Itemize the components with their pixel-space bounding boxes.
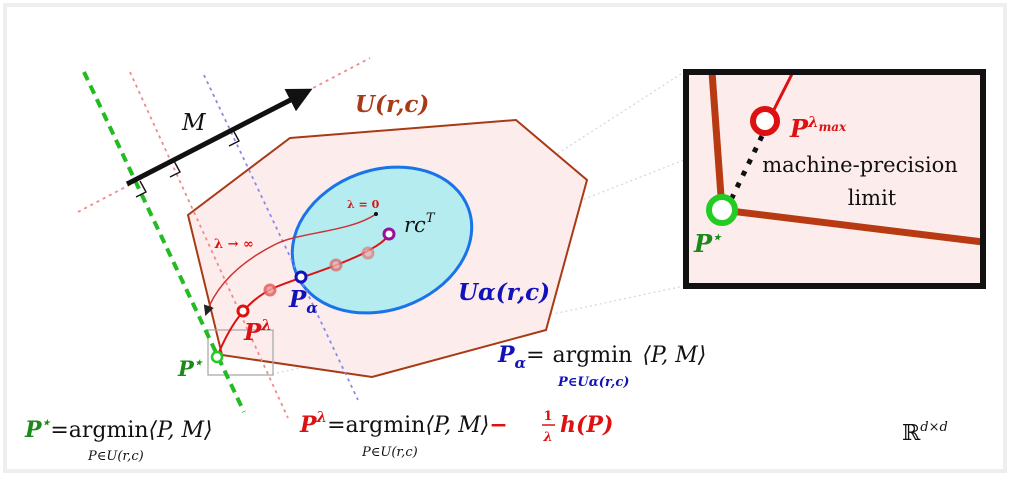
rct-point bbox=[382, 227, 396, 241]
level-line-red bbox=[129, 71, 289, 419]
zoom-box bbox=[207, 329, 274, 376]
inset-p-star-point bbox=[706, 194, 738, 226]
direction-line bbox=[77, 57, 371, 213]
formula-p-lambda-sub: P∈U(r,c) bbox=[361, 445, 418, 460]
inset-polytope-edge-left bbox=[708, 71, 726, 211]
formula-p-alpha: Pα=argmin⟨P, M⟩ P∈Uα(r,c) bbox=[497, 342, 706, 390]
inset-zoom-panel: Pλmax machine-precision limit P⋆ bbox=[683, 69, 986, 289]
inset-p-lambda-max-point bbox=[750, 106, 780, 136]
inset-polytope-edge-bottom bbox=[721, 206, 984, 246]
label-rct: rcT bbox=[404, 211, 436, 237]
formula-regularizer: h(P) bbox=[560, 412, 613, 438]
label-m: M bbox=[181, 110, 207, 136]
level-line-green bbox=[82, 71, 246, 413]
ellipse-u-alpha bbox=[290, 165, 474, 315]
label-lambda-infinity: λ → ∞ bbox=[214, 237, 254, 252]
inset-frame bbox=[683, 69, 986, 289]
formula-p-alpha-line: Pα=argmin⟨P, M⟩ bbox=[497, 342, 706, 372]
p-lambda-point bbox=[236, 304, 250, 318]
formula-p-star: P⋆=argmin⟨P, M⟩ P∈U(r,c) bbox=[24, 415, 213, 464]
label-space: ℝd×d bbox=[902, 420, 948, 446]
inset-label-p-lambda-max: Pλmax bbox=[789, 113, 847, 143]
lambda-zero-dot bbox=[374, 212, 378, 216]
formula-p-lambda-line: Pλ=argmin⟨P, M⟩− bbox=[299, 408, 508, 438]
label-ellipse: Uα(r,c) bbox=[458, 279, 550, 306]
lambda-arrow-path bbox=[203, 213, 377, 316]
p-alpha-point bbox=[294, 270, 308, 284]
label-p-lambda: Pλ bbox=[243, 316, 272, 346]
formula-p-star-sub: P∈U(r,c) bbox=[87, 449, 144, 464]
right-angle-marks bbox=[135, 129, 240, 198]
label-lambda-zero: λ = 0 bbox=[347, 198, 380, 211]
formula-frac-denominator: λ bbox=[542, 430, 552, 445]
inset-label-limit-line2: limit bbox=[848, 186, 897, 210]
label-polytope: U(r,c) bbox=[355, 91, 429, 118]
intermediate-points bbox=[263, 246, 375, 297]
label-p-alpha: Pα bbox=[288, 286, 318, 317]
inset-label-limit-line1: machine-precision bbox=[762, 153, 958, 177]
label-p-star: P⋆ bbox=[177, 355, 204, 381]
inset-label-p-star: P⋆ bbox=[693, 228, 723, 258]
formula-frac-numerator: 1 bbox=[543, 409, 552, 424]
formula-p-alpha-sub: P∈Uα(r,c) bbox=[557, 375, 629, 390]
formula-p-star-line: P⋆=argmin⟨P, M⟩ bbox=[24, 415, 213, 443]
formula-p-lambda: Pλ=argmin⟨P, M⟩− 1 λ h(P) P∈U(r,c) bbox=[299, 408, 613, 460]
m-direction-arrow bbox=[125, 88, 313, 187]
p-star-point bbox=[210, 350, 224, 364]
